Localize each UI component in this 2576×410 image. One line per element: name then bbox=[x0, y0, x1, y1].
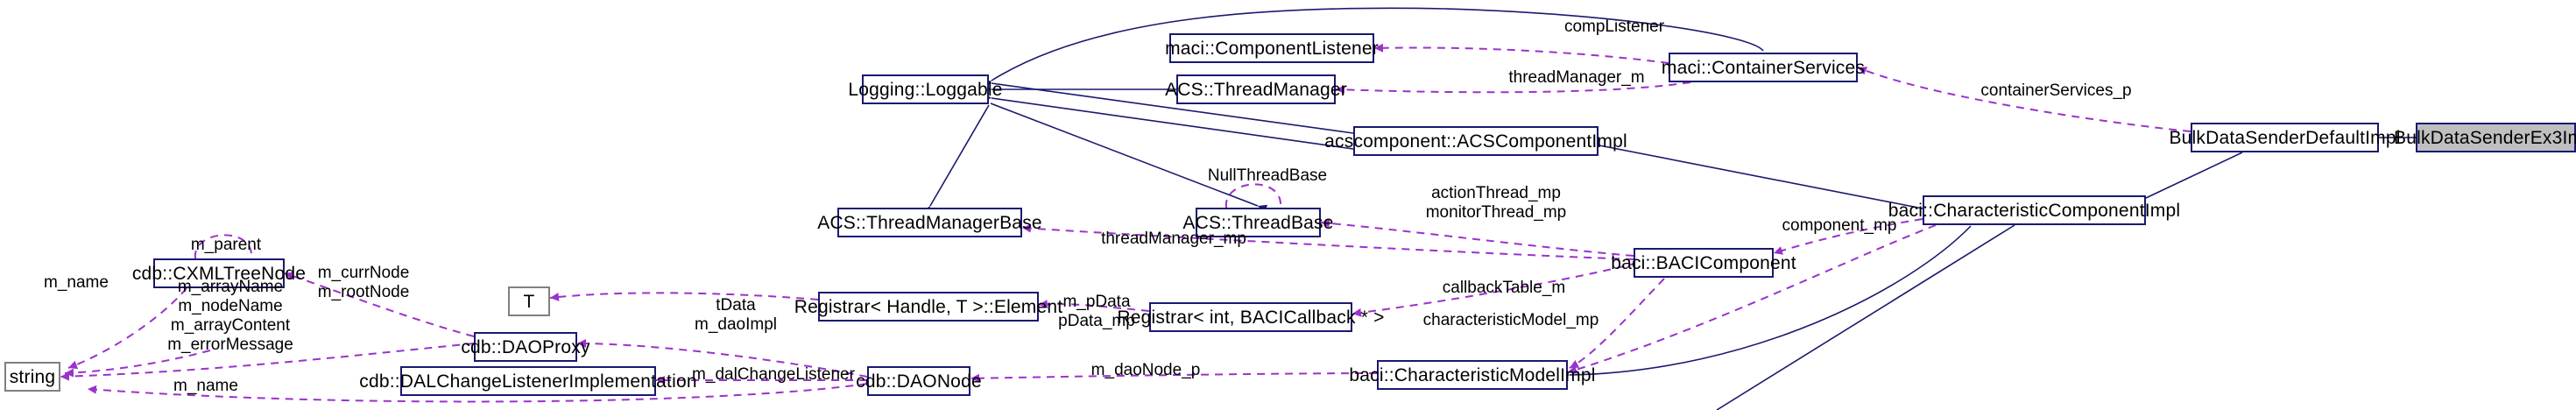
edge-label-m-dalchangelistener: m_dalChangeListener bbox=[692, 365, 855, 384]
node-baci-characteristic-component-impl[interactable]: baci::CharacteristicComponentImpl bbox=[1888, 195, 2180, 225]
node-registrar-int-bacicallback[interactable]: Registrar< int, BACICallback * > bbox=[1117, 302, 1384, 332]
node-label: BulkDataSenderEx3Impl bbox=[2394, 127, 2576, 148]
node-cdb-dalchangelistenerimplementation[interactable]: cdb::DALChangeListenerImplementation bbox=[359, 366, 697, 396]
node-cdb-daonode[interactable]: cdb::DAONode bbox=[856, 366, 982, 396]
edge-label-nullthreadbase: NullThreadBase bbox=[1207, 166, 1328, 185]
node-label: cdb::DAONode bbox=[856, 371, 982, 392]
node-maci-container-services[interactable]: maci::ContainerServices bbox=[1662, 53, 1865, 82]
node-logging-loggable[interactable]: Logging::Loggable bbox=[848, 74, 1002, 104]
node-baci-characteristic-model-impl[interactable]: baci::CharacteristicModelImpl bbox=[1349, 360, 1595, 390]
node-label: acscomponent::ACSComponentImpl bbox=[1324, 131, 1627, 152]
node-label: cdb::DALChangeListenerImplementation bbox=[359, 371, 697, 392]
edge-label-characteristicmodel-mp: characteristicModel_mp bbox=[1422, 311, 1599, 329]
edge-label-m-daonode-p: m_daoNode_p bbox=[1090, 361, 1201, 379]
edge-label-threadmanager-mp: threadManager_mp bbox=[1101, 230, 1246, 248]
edge-label-tdata: tData bbox=[716, 296, 756, 315]
node-maci-component-listener[interactable]: maci::ComponentListener bbox=[1165, 33, 1379, 63]
node-label: BulkDataSenderDefaultImpl bbox=[2169, 127, 2401, 148]
node-label: ACS::ThreadManagerBase bbox=[817, 212, 1042, 233]
edge-label-threadmanager-m: threadManager_m bbox=[1508, 68, 1645, 87]
node-label: cdb::CXMLTreeNode bbox=[131, 263, 307, 284]
node-label: T bbox=[523, 291, 535, 312]
edge-label-m-name-top: m_name bbox=[44, 273, 109, 292]
node-bulkdatasenderdefaultimpl[interactable]: BulkDataSenderDefaultImpl bbox=[2169, 123, 2400, 152]
node-acs-thread-manager-base[interactable]: ACS::ThreadManagerBase bbox=[817, 208, 1042, 237]
edge-label-m-daoimpl: m_daoImpl bbox=[695, 315, 777, 334]
node-acscomponent-acscomponentimpl[interactable]: acscomponent::ACSComponentImpl bbox=[1324, 126, 1627, 156]
node-cdb-cxmltreenode[interactable]: cdb::CXMLTreeNode bbox=[132, 258, 306, 288]
node-label: cdb::DAOProxy bbox=[461, 336, 590, 357]
edge-label-m-parent: m_parent bbox=[190, 236, 262, 254]
edge-label-containerservices-p: containerServices_p bbox=[1980, 81, 2132, 100]
node-string[interactable]: string bbox=[4, 362, 60, 392]
node-label: ACS::ThreadManager bbox=[1165, 79, 1347, 100]
node-label: Registrar< int, BACICallback * > bbox=[1117, 307, 1385, 328]
node-label: baci::CharacteristicModelImpl bbox=[1349, 364, 1596, 385]
node-template-parameter-t[interactable]: T bbox=[508, 286, 550, 316]
node-bulkdatasenderex3impl[interactable]: BulkDataSenderEx3Impl bbox=[2394, 123, 2576, 152]
node-acs-thread-manager[interactable]: ACS::ThreadManager bbox=[1165, 74, 1347, 104]
node-registrar-handle-t-element[interactable]: Registrar< Handle, T >::Element bbox=[794, 292, 1062, 322]
edge-label-actionthread-mp: actionThread_mp monitorThread_mp bbox=[1425, 184, 1567, 222]
node-acs-thread-base[interactable]: ACS::ThreadBase bbox=[1182, 208, 1333, 237]
node-label: ACS::ThreadBase bbox=[1182, 212, 1334, 233]
node-label: Registrar< Handle, T >::Element bbox=[794, 296, 1063, 317]
edge-label-callbacktable-m: callbackTable_m bbox=[1442, 279, 1566, 297]
edge-label-m-name-bottom: m_name bbox=[173, 377, 238, 395]
node-label: maci::ComponentListener bbox=[1165, 38, 1379, 59]
node-label: baci::CharacteristicComponentImpl bbox=[1888, 200, 2181, 221]
node-cdb-daoproxy[interactable]: cdb::DAOProxy bbox=[461, 332, 589, 362]
node-label: Logging::Loggable bbox=[848, 79, 1003, 100]
edge-label-component-mp: component_mp bbox=[1782, 216, 1897, 235]
node-label: maci::ContainerServices bbox=[1661, 57, 1866, 78]
edge-label-cxmltreenode-members: m_arrayName m_nodeName m_arrayContent m_… bbox=[167, 278, 293, 354]
edge-label-m-currnode: m_currNode m_rootNode bbox=[317, 264, 410, 301]
node-label: baci::BACIComponent bbox=[1611, 252, 1796, 273]
node-label: string bbox=[9, 366, 56, 387]
edge-label-complistener: compListener bbox=[1563, 18, 1665, 36]
node-baci-bacicomponent[interactable]: baci::BACIComponent bbox=[1611, 248, 1796, 278]
edge-label-m-pdata: m_pData pData_mp bbox=[1058, 293, 1135, 330]
